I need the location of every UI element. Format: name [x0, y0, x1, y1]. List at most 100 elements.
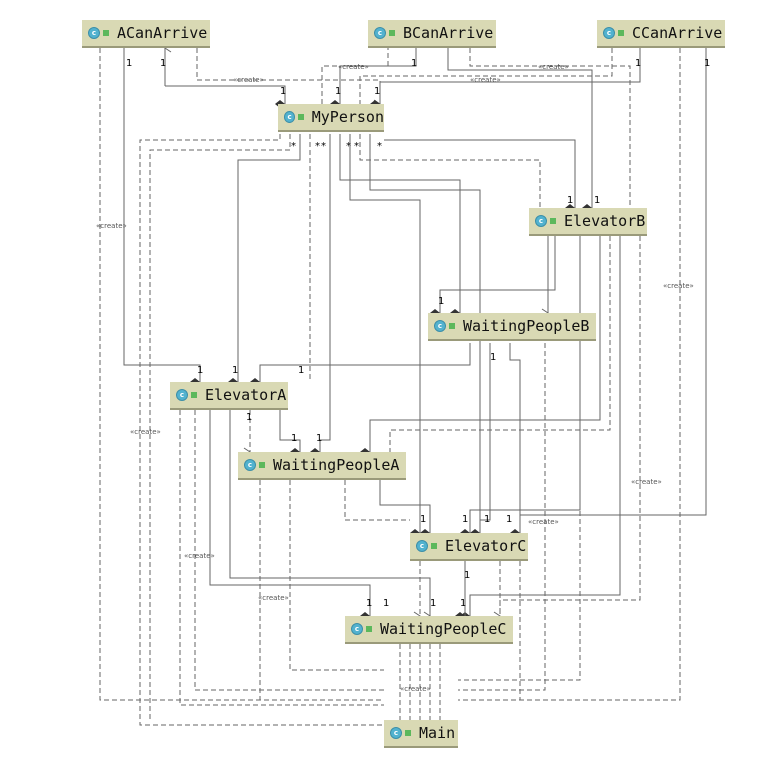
public-visibility-icon [103, 30, 109, 36]
class-icon: c [351, 623, 363, 635]
multiplicity-label: 1 [430, 598, 437, 609]
composition-edge [370, 48, 641, 108]
multiplicity-label: 1 [291, 433, 298, 444]
association-edge [369, 134, 481, 533]
composition-edge [339, 134, 461, 317]
class-name: WaitingPeopleA [273, 456, 400, 474]
composition-edge [460, 236, 581, 537]
class-name: Main [419, 724, 456, 742]
public-visibility-icon [191, 392, 197, 398]
multiplicity-label: 1 [438, 296, 445, 307]
create-stereotype-label: «create» [400, 685, 431, 693]
multiplicity-label: * [321, 141, 326, 152]
public-visibility-icon [449, 323, 455, 329]
create-stereotype-label: «create» [538, 63, 569, 71]
multiplicity-label: 1 [420, 514, 427, 525]
composition-edge [430, 236, 556, 317]
class-name: WaitingPeopleB [463, 317, 590, 335]
dependency-edge [139, 134, 384, 726]
dependency-edge [389, 236, 611, 452]
multiplicity-label: 1 [460, 598, 467, 609]
composition-edge [384, 139, 576, 212]
public-visibility-icon [298, 114, 304, 120]
create-stereotype-label: «create» [663, 282, 694, 290]
composition-edge [310, 134, 331, 456]
multiplicity-label: 1 [316, 433, 323, 444]
create-stereotype-label: «create» [338, 63, 369, 71]
multiplicity-label: * [346, 141, 351, 152]
class-box-waitingpeopleb[interactable]: c WaitingPeopleB [428, 313, 596, 341]
composition-edge [228, 134, 301, 386]
class-name: CCanArrive [632, 24, 723, 42]
multiplicity-label: 1 [464, 570, 471, 581]
dependency-edge [359, 134, 541, 208]
composition-edge [349, 134, 421, 537]
public-visibility-icon [618, 30, 624, 36]
multiplicity-label: 1 [462, 514, 469, 525]
create-edge [458, 48, 681, 701]
create-edge [321, 48, 389, 104]
create-edge [179, 410, 384, 706]
create-stereotype-label: «create» [528, 518, 559, 526]
public-visibility-icon [431, 543, 437, 549]
create-stereotype-label: «create» [470, 76, 501, 84]
composition-edge [165, 85, 286, 108]
multiplicity-label: 1 [506, 514, 513, 525]
multiplicity-label: * [377, 141, 382, 152]
class-box-elevatorc[interactable]: c ElevatorC [410, 533, 528, 561]
multiplicity-label: 1 [126, 58, 133, 69]
composition-edge [447, 48, 593, 212]
create-edge [458, 343, 581, 681]
class-box-ccanarrive[interactable]: c CCanArrive [597, 20, 725, 48]
composition-edge [379, 480, 431, 537]
class-icon: c [176, 389, 188, 401]
create-edge [499, 236, 641, 616]
class-icon: c [88, 27, 100, 39]
multiplicity-label: 1 [411, 58, 418, 69]
dependency-edge [344, 480, 410, 521]
class-icon: c [416, 540, 428, 552]
composition-edge [470, 343, 491, 537]
composition-edge [279, 410, 301, 456]
create-edge [196, 48, 381, 109]
multiplicity-label: 1 [335, 86, 342, 97]
create-edge [289, 480, 384, 671]
class-box-acanarrive[interactable]: c ACanArrive [82, 20, 210, 48]
multiplicity-label: 1 [374, 86, 381, 97]
create-edge [469, 48, 631, 208]
create-stereotype-label: «create» [631, 478, 662, 486]
multiplicity-label: 1 [298, 365, 305, 376]
class-name: ACanArrive [117, 24, 208, 42]
multiplicity-label: 1 [484, 514, 491, 525]
multiplicity-label: 1 [160, 58, 167, 69]
multiplicity-label: 1 [567, 195, 574, 206]
class-name: ElevatorC [445, 537, 527, 555]
create-stereotype-label: «create» [258, 594, 289, 602]
multiplicity-label: 1 [490, 352, 497, 363]
public-visibility-icon [405, 730, 411, 736]
public-visibility-icon [259, 462, 265, 468]
multiplicity-label: * [291, 141, 296, 152]
class-icon: c [390, 727, 402, 739]
multiplicity-label: * [315, 141, 320, 152]
create-stereotype-label: «create» [96, 222, 127, 230]
public-visibility-icon [366, 626, 372, 632]
create-edge [99, 48, 384, 701]
multiplicity-label: 1 [366, 598, 373, 609]
class-box-main[interactable]: c Main [384, 720, 458, 748]
class-icon: c [603, 27, 615, 39]
create-stereotype-label: «create» [130, 428, 161, 436]
association-edge [229, 410, 431, 621]
composition-edge [330, 48, 417, 108]
multiplicity-label: 1 [197, 365, 204, 376]
dependency-edge [149, 134, 291, 720]
class-icon: c [284, 111, 296, 123]
class-icon: c [434, 320, 446, 332]
